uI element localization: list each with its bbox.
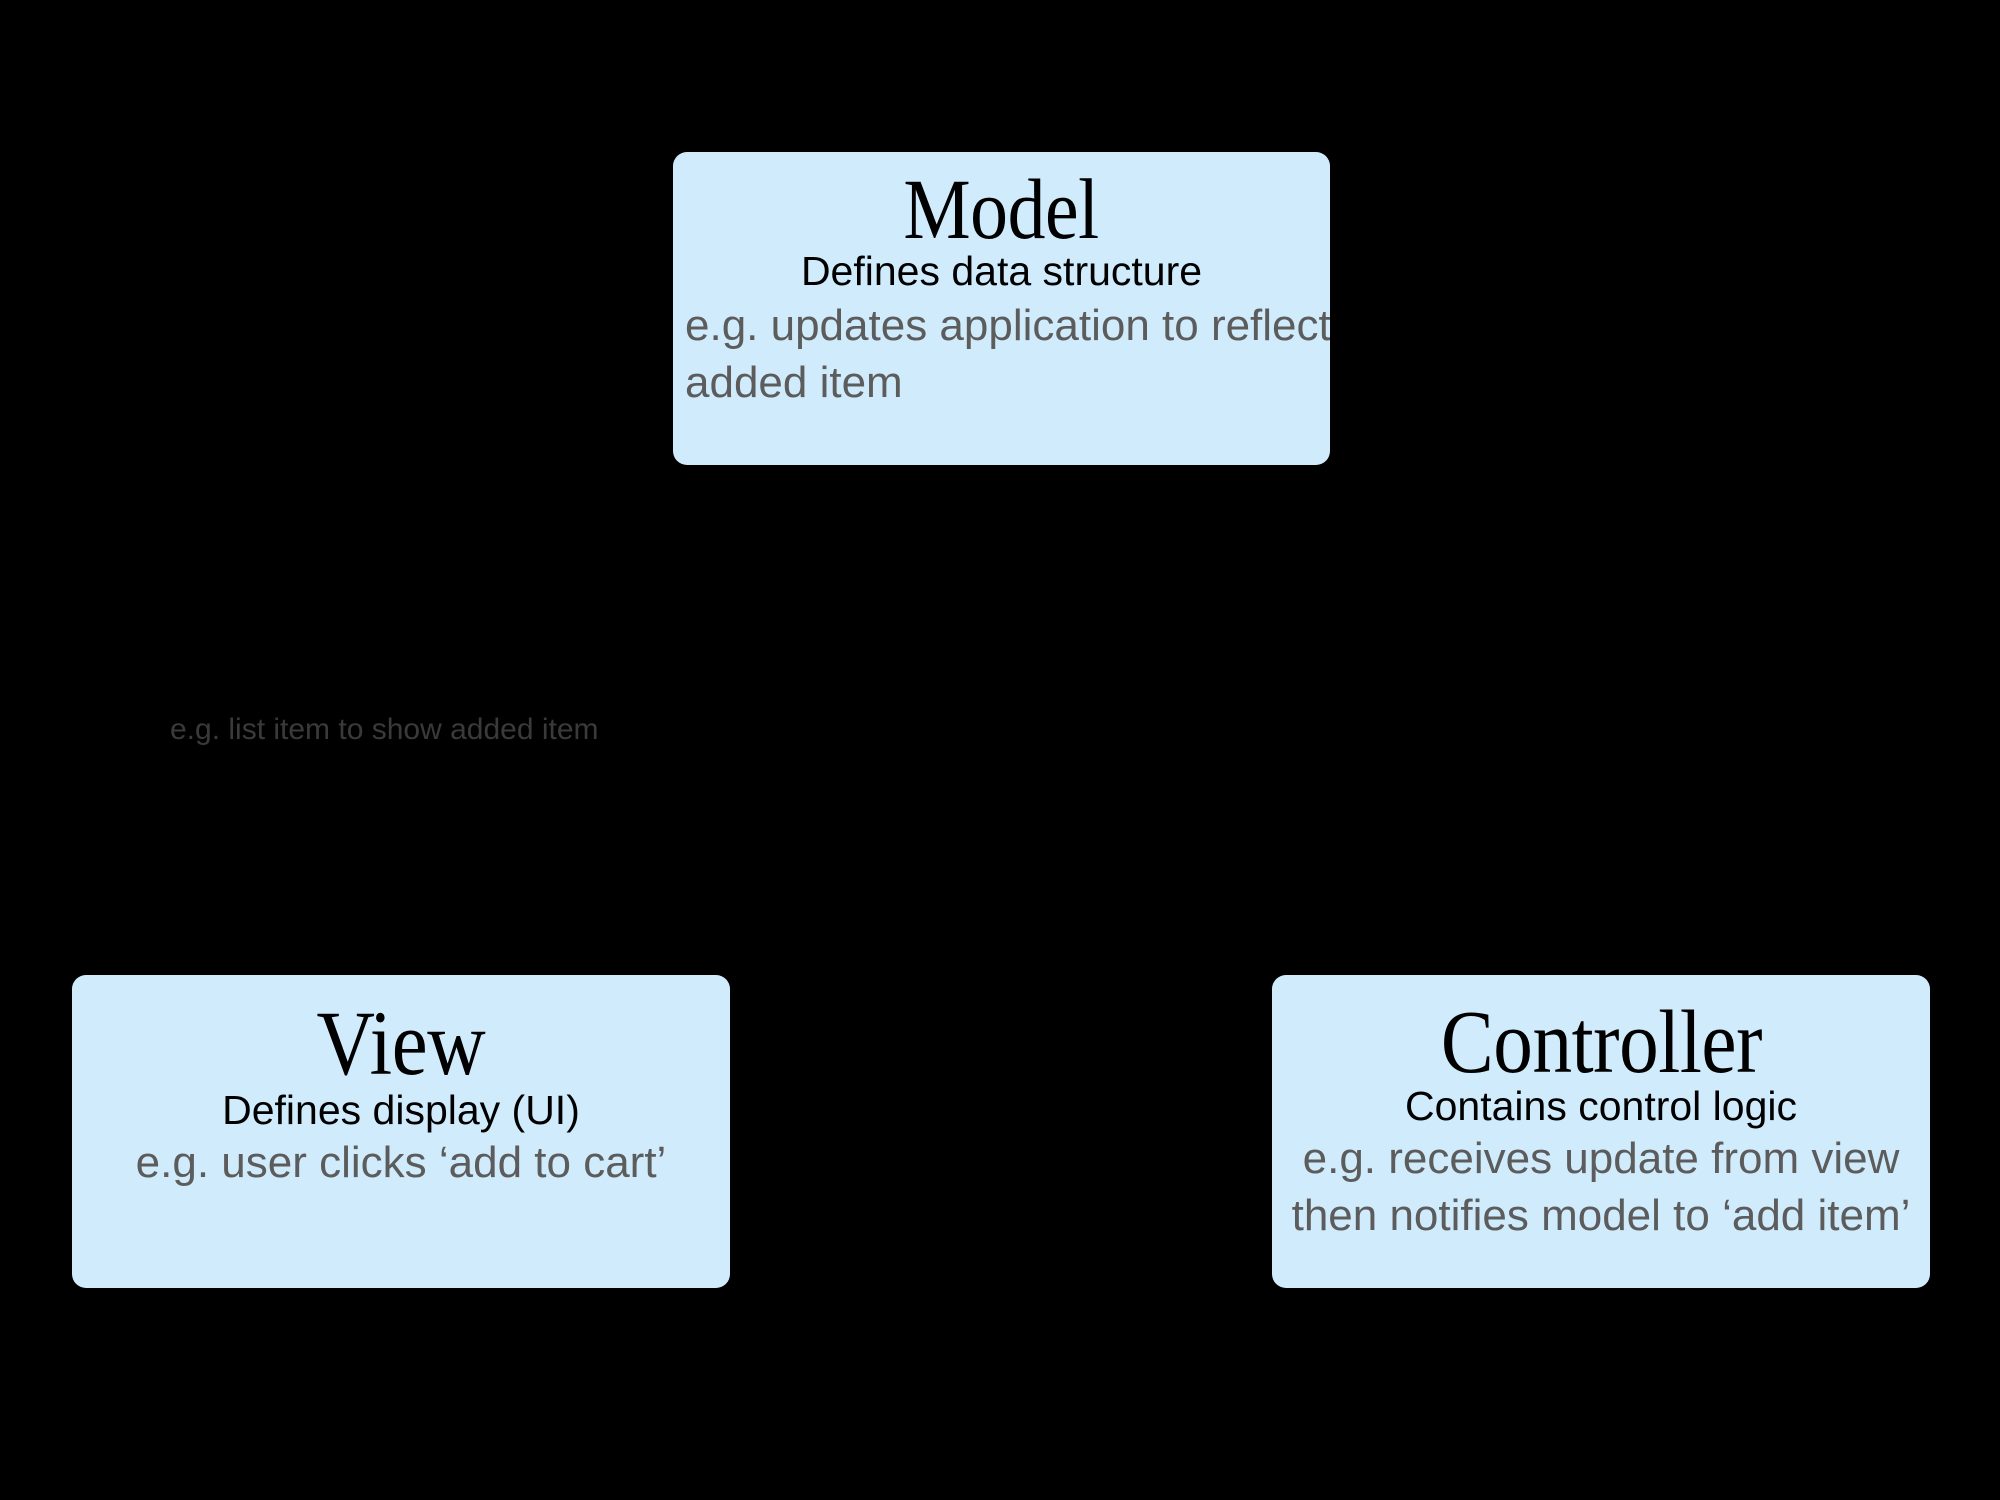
node-model-example-line-2: added item [685, 357, 903, 407]
node-model-subtitle: Defines data structure [800, 247, 1203, 294]
node-view-example: e.g. user clicks ‘add to cart’ [136, 1134, 667, 1191]
node-controller-example-line-2: then notifies model to ‘add item’ [1291, 1191, 1911, 1241]
node-controller-example-line-1: e.g. receives update from view [1302, 1133, 1900, 1183]
node-controller[interactable]: Controller Contains control logic e.g. r… [1272, 975, 1930, 1288]
node-controller-title: Controller [1440, 993, 1762, 1092]
node-controller-example: e.g. receives update from view then noti… [1292, 1130, 1911, 1244]
annotation-view-to-model: e.g. list item to show added item [170, 713, 599, 746]
node-view[interactable]: View Defines display (UI) e.g. user clic… [72, 975, 730, 1288]
node-model-title: Model [903, 161, 1100, 257]
node-view-title: View [316, 992, 486, 1094]
node-view-subtitle: Defines display (UI) [222, 1086, 580, 1133]
node-model-example: e.g. updates application to reflect adde… [673, 297, 1330, 411]
node-controller-subtitle: Contains control logic [1405, 1082, 1797, 1129]
node-model-example-line-1: e.g. updates application to reflect [685, 300, 1330, 350]
node-model[interactable]: Model Defines data structure e.g. update… [673, 152, 1330, 465]
node-view-example-line-1: e.g. user clicks ‘add to cart’ [135, 1137, 667, 1187]
